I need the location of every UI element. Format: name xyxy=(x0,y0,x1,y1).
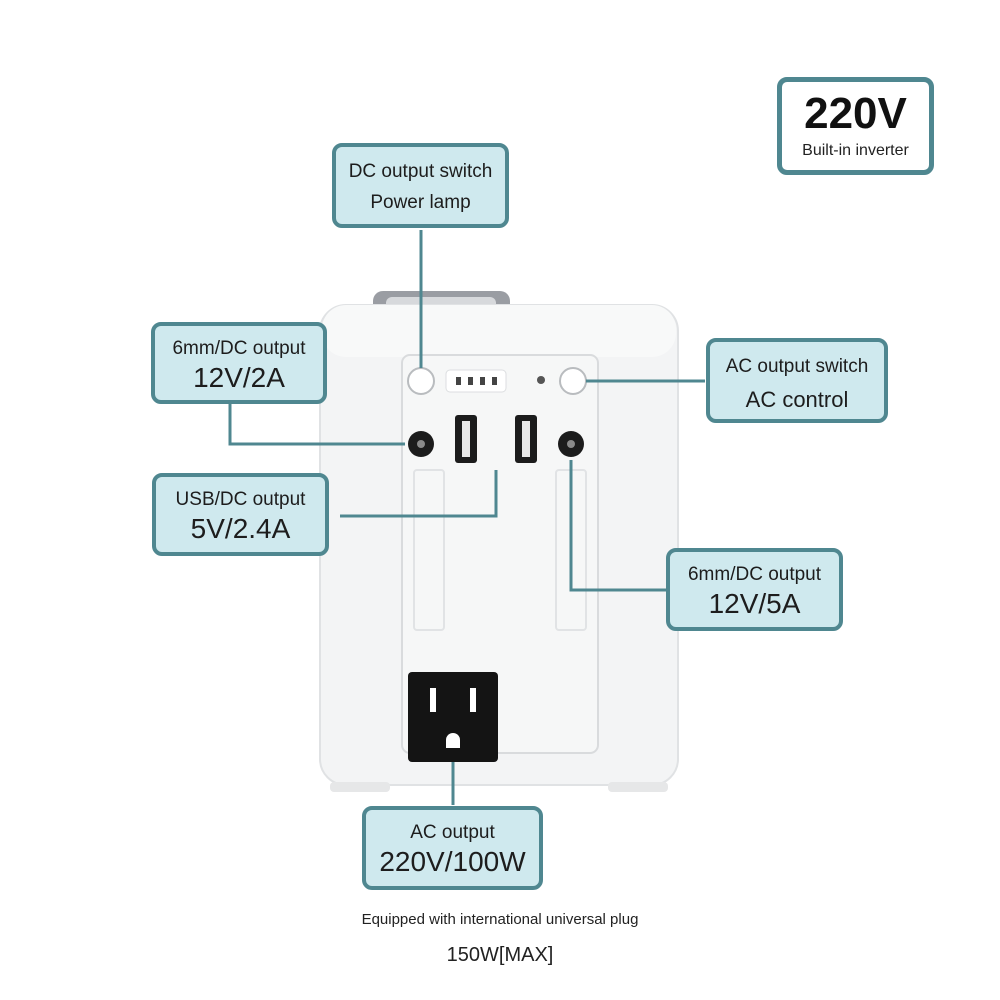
callout-dc-right-value: 12V/5A xyxy=(708,587,801,619)
callout-ac-switch-subtitle: AC control xyxy=(745,386,849,412)
callout-ac-switch-title: AC output switch xyxy=(725,356,869,377)
ac-outlet xyxy=(408,672,498,762)
ac-outlet-slot-left xyxy=(430,688,436,712)
dc-switch-button[interactable] xyxy=(407,367,435,395)
ac-outlet-ground xyxy=(446,733,460,748)
panel-label-left xyxy=(413,469,445,631)
callout-ac-output-value: 220V/100W xyxy=(379,845,526,877)
lamp-3 xyxy=(480,377,485,385)
front-panel xyxy=(401,354,599,754)
callout-dc-left-value: 12V/2A xyxy=(193,361,285,393)
right-foot xyxy=(608,782,668,792)
leader-usb xyxy=(340,470,498,518)
leader-dc-right xyxy=(569,460,668,592)
ac-switch-button[interactable] xyxy=(559,367,587,395)
usb-port-1-tongue xyxy=(462,421,470,457)
ac-indicator-light xyxy=(537,376,545,384)
callout-dc-right: 6mm/DC output 12V/5A xyxy=(666,548,843,631)
callout-dc-switch-title: DC output switch xyxy=(348,161,493,182)
callout-ac-output: AC output 220V/100W xyxy=(362,806,543,890)
dc-jack-left-pin xyxy=(417,440,425,448)
callout-usb: USB/DC output 5V/2.4A xyxy=(152,473,329,556)
leader-dc-left xyxy=(228,400,405,446)
plug-note: Equipped with international universal pl… xyxy=(361,911,639,928)
usb-port-2-tongue xyxy=(522,421,530,457)
callout-usb-value: 5V/2.4A xyxy=(190,512,291,544)
callout-dc-left-title: 6mm/DC output xyxy=(172,338,306,359)
device-top-band xyxy=(322,305,676,357)
badge-voltage: 220V xyxy=(804,89,907,138)
callout-ac-switch: AC output switch AC control xyxy=(706,338,888,423)
lamp-2 xyxy=(468,377,473,385)
lamp-4 xyxy=(492,377,497,385)
callout-dc-switch: DC output switch Power lamp xyxy=(332,143,509,228)
callout-dc-left: 6mm/DC output 12V/2A xyxy=(151,322,327,404)
inverter-badge: 220V Built-in inverter xyxy=(777,77,934,175)
power-lamp-strip xyxy=(445,369,507,393)
callout-usb-title: USB/DC output xyxy=(175,489,306,510)
callout-dc-switch-subtitle: Power lamp xyxy=(370,191,471,213)
max-power: 150W[MAX] xyxy=(446,944,554,966)
left-foot xyxy=(330,782,390,792)
lamp-1 xyxy=(456,377,461,385)
leader-lines xyxy=(228,230,705,805)
dc-jack-right-pin xyxy=(567,440,575,448)
callout-ac-output-title: AC output xyxy=(410,822,495,843)
ac-outlet-slot-right xyxy=(470,688,476,712)
badge-caption: Built-in inverter xyxy=(802,142,909,159)
callout-dc-right-title: 6mm/DC output xyxy=(687,564,822,585)
